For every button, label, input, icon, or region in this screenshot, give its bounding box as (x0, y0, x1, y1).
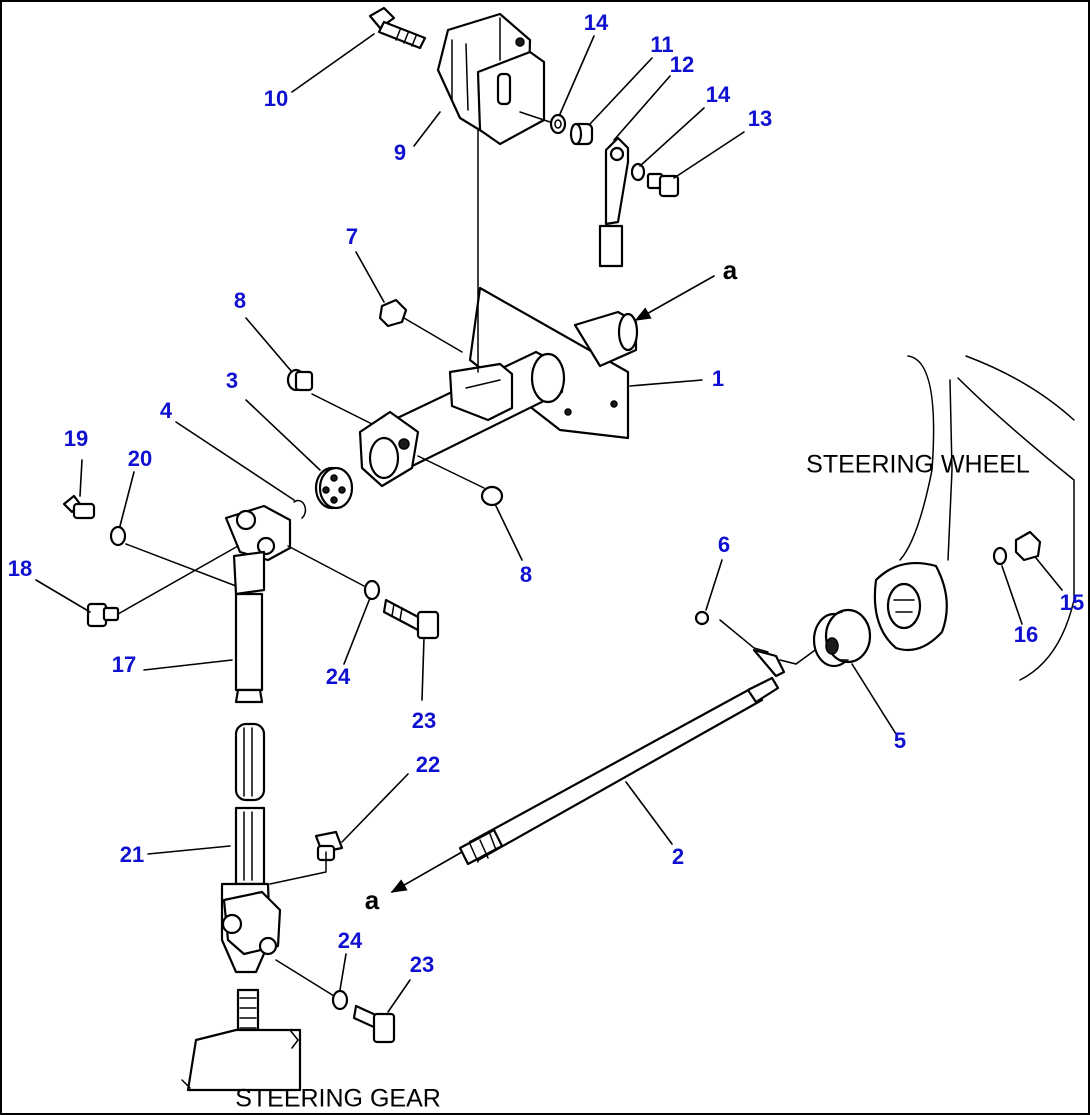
part-15-nut (1014, 530, 1042, 562)
view-arrow-bottom (390, 851, 463, 893)
part-11-bushing (569, 122, 594, 146)
leader-lines (35, 33, 1063, 1013)
part-3-coupling (314, 466, 354, 510)
callout-23-upper: 23 (412, 708, 436, 733)
callout-8-lower: 8 (520, 562, 532, 587)
callout-3: 3 (226, 368, 238, 393)
callout-5: 5 (894, 728, 906, 753)
callout-6: 6 (718, 532, 730, 557)
part-8-pin-lower (417, 455, 504, 507)
callout-numbers: 1 2 3 4 5 6 7 8 8 9 10 11 12 13 14 14 15… (8, 10, 1084, 977)
part-14-washer-upper (549, 113, 567, 135)
callout-4: 4 (160, 398, 173, 423)
part-14-washer-lower (630, 162, 646, 182)
callout-14-lower: 14 (706, 82, 731, 107)
part-10-bolt (368, 6, 427, 50)
part-7-nut (378, 298, 463, 353)
callout-9: 9 (394, 140, 406, 165)
callout-8-upper: 8 (234, 288, 246, 313)
view-arrow-top (634, 275, 715, 321)
callout-17: 17 (112, 652, 136, 677)
callout-24-lower: 24 (338, 928, 363, 953)
part-21-intermediate-shaft (220, 722, 282, 974)
part-24-washer-lower (275, 959, 349, 1011)
callout-20: 20 (128, 446, 152, 471)
part-2-steering-shaft (458, 676, 780, 866)
callout-10: 10 (264, 86, 288, 111)
part-6-cable (694, 610, 819, 678)
callout-13: 13 (748, 106, 772, 131)
steering-gear-label: STEERING GEAR (235, 1085, 441, 1113)
view-a-label-bottom: a (365, 885, 380, 915)
part-16-washer (992, 546, 1008, 566)
part-9-axis-line (519, 111, 551, 123)
callout-12: 12 (670, 52, 694, 77)
callout-11: 11 (650, 32, 673, 57)
callout-23-lower: 23 (410, 952, 434, 977)
callout-15: 15 (1060, 590, 1084, 615)
callout-7: 7 (346, 224, 358, 249)
part-8-pin-upper (286, 368, 373, 425)
part-20-washer (109, 525, 237, 587)
part-23-bolt-lower (352, 1004, 396, 1044)
part-19-grease-fitting (62, 494, 96, 520)
part-24-washer-upper (287, 545, 381, 601)
part-1-column-bracket (358, 129, 639, 488)
part-22-grease-fitting (269, 830, 344, 885)
part-18-bolt (86, 545, 239, 628)
callout-14-upper: 14 (584, 10, 609, 35)
part-17-universal-joint-shaft (224, 504, 292, 704)
steering-wheel-label: STEERING WHEEL (806, 451, 1030, 479)
steering-gear-housing (181, 988, 302, 1092)
part-4-snap-ring (293, 499, 307, 519)
callout-22: 22 (416, 752, 440, 777)
view-a-label-top: a (723, 255, 738, 285)
callout-24-upper: 24 (326, 664, 351, 689)
part-12-lever (598, 136, 630, 268)
steering-wheel-outline (873, 355, 1075, 681)
callout-19: 19 (64, 426, 88, 451)
callout-16: 16 (1014, 622, 1038, 647)
part-9-bracket (436, 12, 546, 146)
callout-18: 18 (8, 556, 32, 581)
part-5-horn-button (812, 608, 872, 668)
callout-1: 1 (712, 366, 724, 391)
part-13-bolt (646, 172, 680, 198)
part-23-bolt-upper (382, 598, 440, 640)
callout-2: 2 (672, 844, 684, 869)
callout-21: 21 (120, 842, 144, 867)
